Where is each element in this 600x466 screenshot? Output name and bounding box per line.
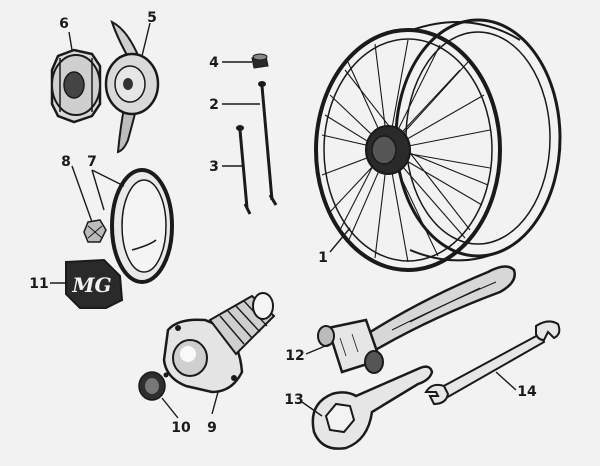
hub-flange-part	[162, 292, 276, 394]
callout-10: 10	[171, 420, 191, 436]
callout-6: 6	[59, 16, 69, 32]
hubcap-ring-part	[110, 168, 174, 284]
mg-badge-part: MG	[65, 258, 124, 309]
callout-8: 8	[61, 154, 71, 170]
callout-labels: 6 5 4 2 3 8 7 1 11 12 13 14 10 9	[29, 10, 537, 436]
callout-7: 7	[87, 154, 97, 170]
spanner-part	[311, 365, 434, 450]
long-bolt-part	[258, 81, 278, 206]
callout-13: 13	[284, 392, 303, 408]
wire-wheel-part	[314, 18, 562, 272]
callout-11: 11	[29, 276, 48, 292]
small-nut-part	[251, 53, 269, 69]
octagonal-cap-part	[50, 48, 102, 124]
callout-14: 14	[517, 384, 537, 400]
open-spanner-part	[424, 320, 561, 406]
callout-9: 9	[207, 420, 217, 436]
small-emblem-part	[83, 219, 107, 243]
mallet-part	[317, 265, 516, 374]
mg-badge-text: MG	[71, 273, 111, 297]
hub-badge-part	[138, 371, 169, 401]
callout-12: 12	[285, 348, 304, 364]
callout-3: 3	[209, 159, 219, 175]
callout-1: 1	[318, 250, 328, 266]
callout-2: 2	[209, 97, 219, 113]
knockoff-spinner-part	[104, 20, 160, 154]
short-bolt-part	[236, 125, 252, 215]
callout-4: 4	[209, 55, 219, 71]
leader-lines	[50, 22, 517, 419]
callout-5: 5	[147, 10, 157, 26]
